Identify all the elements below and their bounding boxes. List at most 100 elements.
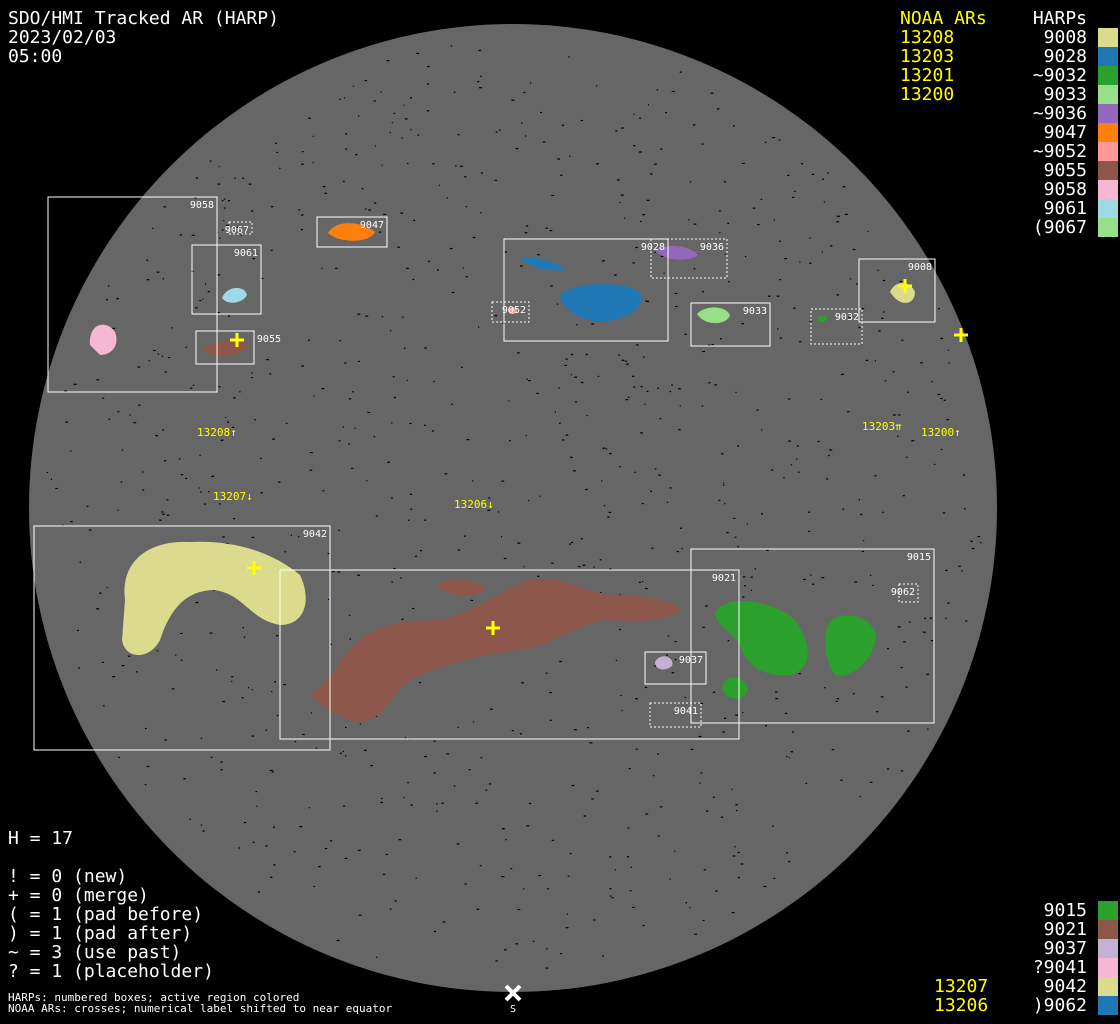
speckle bbox=[478, 326, 480, 328]
speckle bbox=[817, 440, 820, 443]
speckle bbox=[352, 391, 354, 393]
speckle bbox=[580, 381, 584, 384]
harp-box-label: 9055 bbox=[257, 334, 281, 345]
color-swatch bbox=[1098, 958, 1118, 977]
speckle bbox=[574, 376, 578, 378]
speckle bbox=[221, 229, 224, 231]
speckle bbox=[138, 404, 141, 406]
harp-item: 9033 bbox=[1043, 84, 1087, 105]
speckle bbox=[185, 477, 187, 480]
speckle bbox=[741, 323, 744, 325]
speckle bbox=[510, 868, 513, 870]
speckle bbox=[679, 405, 681, 407]
speckle bbox=[808, 511, 811, 513]
speckle bbox=[800, 163, 804, 165]
speckle bbox=[669, 391, 671, 393]
speckle bbox=[477, 81, 480, 83]
speckle bbox=[195, 601, 199, 604]
speckle bbox=[307, 339, 310, 341]
color-swatch bbox=[1098, 123, 1118, 142]
speckle bbox=[102, 705, 105, 707]
noaa-item: 13206 bbox=[934, 995, 989, 1016]
speckle bbox=[881, 317, 884, 319]
speckle bbox=[312, 135, 314, 137]
speckle bbox=[746, 523, 748, 525]
stat-line: ( = 1 (pad before) bbox=[8, 904, 204, 925]
speckle bbox=[667, 635, 670, 637]
speckle bbox=[178, 458, 181, 460]
speckle bbox=[940, 337, 944, 339]
speckle bbox=[301, 365, 305, 367]
speckle bbox=[344, 97, 346, 99]
speckle bbox=[616, 179, 620, 181]
speckle bbox=[96, 608, 100, 610]
speckle bbox=[609, 453, 612, 455]
speckle bbox=[897, 626, 901, 628]
speckle bbox=[404, 737, 406, 739]
speckle bbox=[442, 921, 446, 923]
speckle bbox=[675, 305, 678, 308]
speckle bbox=[231, 676, 234, 678]
speckle bbox=[163, 206, 166, 208]
speckle bbox=[265, 729, 267, 731]
speckle bbox=[464, 883, 467, 885]
speckle bbox=[549, 230, 553, 232]
speckle bbox=[156, 271, 160, 273]
speckle bbox=[142, 471, 144, 473]
active-region-patch bbox=[520, 257, 565, 271]
speckle bbox=[86, 505, 89, 507]
speckle bbox=[557, 158, 561, 160]
speckle bbox=[821, 251, 823, 253]
speckle bbox=[619, 628, 621, 631]
active-region-patch bbox=[824, 615, 876, 676]
speckle bbox=[251, 735, 254, 737]
speckle bbox=[791, 731, 794, 733]
note-line: HARPs: numbered boxes; active region col… bbox=[8, 991, 300, 1004]
speckle bbox=[576, 324, 578, 326]
speckle bbox=[161, 511, 164, 513]
speckle bbox=[865, 359, 869, 361]
speckle bbox=[166, 499, 169, 501]
speckle bbox=[375, 515, 378, 517]
speckle bbox=[712, 691, 716, 693]
speckle bbox=[254, 419, 256, 421]
speckle bbox=[760, 513, 763, 515]
speckle bbox=[903, 641, 906, 643]
speckle bbox=[521, 682, 524, 684]
speckle bbox=[744, 255, 747, 258]
speckle bbox=[593, 566, 595, 568]
harp-box-9055: 9055 bbox=[195, 330, 281, 365]
speckle bbox=[678, 388, 681, 390]
speckle bbox=[571, 784, 575, 787]
speckle bbox=[930, 640, 934, 642]
speckle bbox=[812, 583, 815, 585]
speckle bbox=[640, 386, 643, 388]
speckle bbox=[403, 104, 405, 106]
speckle bbox=[858, 499, 860, 501]
speckle bbox=[788, 440, 791, 442]
speckle bbox=[790, 751, 794, 753]
speckle bbox=[428, 260, 430, 262]
speckle bbox=[597, 375, 600, 377]
noaa-label: 13203⇈ bbox=[862, 420, 902, 433]
speckle bbox=[121, 665, 125, 667]
speckle bbox=[106, 586, 108, 589]
speckle bbox=[621, 710, 623, 712]
speckle bbox=[248, 687, 249, 689]
speckle bbox=[644, 403, 646, 405]
speckle bbox=[393, 567, 396, 570]
speckle bbox=[582, 564, 586, 566]
speckle bbox=[945, 617, 947, 619]
speckle bbox=[639, 117, 641, 119]
speckle bbox=[223, 198, 226, 200]
speckle bbox=[635, 748, 638, 750]
harp-item: 9058 bbox=[1043, 179, 1087, 200]
speckle bbox=[858, 327, 861, 329]
active-region-patch bbox=[89, 324, 117, 355]
harp-box-label: 9061 bbox=[234, 248, 258, 259]
color-swatch bbox=[1098, 28, 1118, 47]
speckle bbox=[947, 602, 950, 604]
speckle bbox=[400, 577, 402, 579]
speckle bbox=[337, 571, 341, 573]
